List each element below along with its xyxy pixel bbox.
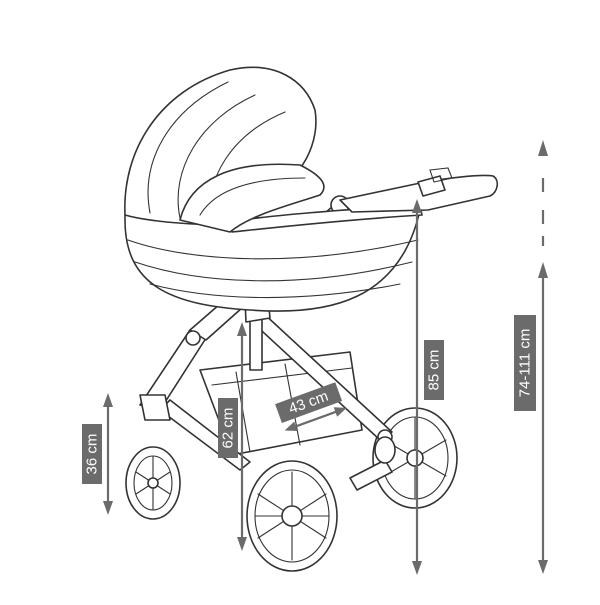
dimension-74-111cm: 74-111 cm xyxy=(514,140,548,574)
handlebar xyxy=(339,167,499,213)
front-small-wheel xyxy=(374,436,396,464)
dimension-85cm-label: 85 cm xyxy=(426,350,443,391)
front-right-wheel xyxy=(246,460,338,572)
dimension-36cm: 36 cm xyxy=(82,393,113,515)
dimension-62cm: 62 cm xyxy=(218,322,247,551)
dimension-85cm: 85 cm xyxy=(412,199,444,575)
dimension-74-111cm-label: 74-111 cm xyxy=(517,329,534,398)
canopy xyxy=(124,66,325,233)
stroller-illustration xyxy=(124,66,499,572)
dimension-43cm: 43 cm xyxy=(275,382,347,432)
front-left-wheel xyxy=(125,446,181,520)
dimension-62cm-label: 62 cm xyxy=(220,408,237,449)
dimension-36cm-label: 36 cm xyxy=(84,434,101,475)
